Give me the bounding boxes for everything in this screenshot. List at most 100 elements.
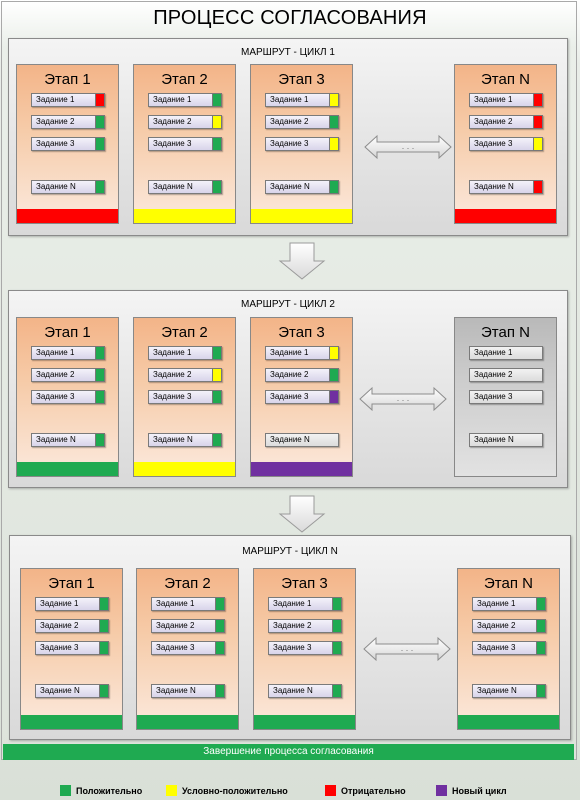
- ellipsis-double-arrow-icon: . . .: [363, 636, 451, 662]
- task-status-indicator: [329, 93, 339, 107]
- task-status-indicator: [215, 684, 225, 698]
- task-item: Задание 2: [148, 115, 222, 129]
- task-status-indicator: [212, 137, 222, 151]
- task-item: Задание 2: [31, 115, 105, 129]
- task-item: Задание 2: [148, 368, 222, 382]
- task-item: Задание 1: [31, 93, 105, 107]
- stage-title: Этап N: [481, 324, 530, 341]
- task-status-indicator: [212, 115, 222, 129]
- stage-title: Этап 2: [161, 324, 208, 341]
- task-label: Задание 3: [270, 139, 309, 148]
- legend-swatch: [166, 785, 177, 796]
- task-label: Задание 2: [40, 621, 79, 630]
- task-status-indicator: [329, 180, 339, 194]
- stage-status-bar: [137, 715, 238, 729]
- task-label: Задание 1: [40, 599, 79, 608]
- task-label: Задание 1: [270, 95, 309, 104]
- task-item: Задание 3: [268, 641, 342, 655]
- task-status-indicator: [99, 597, 109, 611]
- ellipsis-double-arrow-icon: . . .: [364, 134, 452, 160]
- task-label: Задание 1: [477, 599, 516, 608]
- task-label: Задание 3: [474, 392, 513, 401]
- task-item: Задание N: [469, 433, 543, 447]
- legend-label: Новый цикл: [452, 786, 507, 796]
- task-item: Задание 3: [151, 641, 225, 655]
- task-label: Задание N: [156, 686, 196, 695]
- task-item: Задание 3: [469, 390, 543, 404]
- cycle-title: МАРШРУТ - ЦИКЛ N: [242, 546, 338, 557]
- task-status-indicator: [536, 684, 546, 698]
- task-item: Задание 1: [151, 597, 225, 611]
- task-label: Задание 2: [36, 117, 75, 126]
- task-label: Задание 3: [156, 643, 195, 652]
- stage-status-bar: [134, 462, 235, 476]
- task-item: Задание 3: [265, 137, 339, 151]
- task-status-indicator: [95, 180, 105, 194]
- task-item: Задание N: [151, 684, 225, 698]
- task-label: Задание 3: [477, 643, 516, 652]
- stage-status-bar: [134, 209, 235, 223]
- task-label: Задание N: [270, 435, 310, 444]
- task-status-indicator: [95, 346, 105, 360]
- task-label: Задание 2: [474, 370, 513, 379]
- stage-status-bar: [21, 715, 122, 729]
- task-label: Задание N: [477, 686, 517, 695]
- task-label: Задание 3: [270, 392, 309, 401]
- task-item: Задание 2: [265, 368, 339, 382]
- task-item: Задание N: [148, 433, 222, 447]
- task-status-indicator: [212, 180, 222, 194]
- stage-card: Этап N Задание 1 Задание 2 Задание 3 Задание…: [454, 317, 557, 477]
- task-label: Задание 1: [156, 599, 195, 608]
- stage-status-bar: [17, 209, 118, 223]
- task-label: Задание 1: [36, 95, 75, 104]
- task-label: Задание N: [40, 686, 80, 695]
- task-item: Задание 1: [148, 93, 222, 107]
- task-label: Задание 1: [153, 95, 192, 104]
- task-item: Задание 3: [148, 390, 222, 404]
- task-status-indicator: [99, 619, 109, 633]
- task-label: Задание 2: [270, 370, 309, 379]
- task-status-indicator: [212, 368, 222, 382]
- task-item: Задание N: [265, 180, 339, 194]
- task-status-indicator: [533, 137, 543, 151]
- task-status-indicator: [215, 619, 225, 633]
- legend-label: Отрицательно: [341, 786, 406, 796]
- task-item: Задание 2: [151, 619, 225, 633]
- task-label: Задание 2: [477, 621, 516, 630]
- legend-swatch: [325, 785, 336, 796]
- task-status-indicator: [212, 390, 222, 404]
- task-status-indicator: [212, 93, 222, 107]
- task-item: Задание N: [31, 180, 105, 194]
- stage-title: Этап N: [484, 575, 533, 592]
- stage-status-bar: [455, 209, 556, 223]
- task-label: Задание 1: [270, 348, 309, 357]
- task-label: Задание 3: [273, 643, 312, 652]
- task-status-indicator: [95, 137, 105, 151]
- task-item: Задание 2: [35, 619, 109, 633]
- task-item: Задание 1: [469, 346, 543, 360]
- stage-title: Этап 2: [164, 575, 211, 592]
- task-status-indicator: [533, 115, 543, 129]
- stage-title: Этап 3: [278, 71, 325, 88]
- task-label: Задание 3: [153, 139, 192, 148]
- task-label: Задание 1: [474, 95, 513, 104]
- task-status-indicator: [329, 346, 339, 360]
- task-label: Задание 2: [270, 117, 309, 126]
- cycle-title: МАРШРУТ - ЦИКЛ 1: [241, 47, 335, 58]
- task-item: Задание 2: [472, 619, 546, 633]
- task-item: Задание 2: [469, 368, 543, 382]
- task-label: Задание N: [270, 182, 310, 191]
- stage-card: Этап 3 Задание 1 Задание 2 Задание 3 Задание…: [250, 64, 353, 224]
- task-label: Задание N: [153, 435, 193, 444]
- task-item: Задание 2: [469, 115, 543, 129]
- stage-status-bar: [254, 715, 355, 729]
- task-label: Задание 3: [474, 139, 513, 148]
